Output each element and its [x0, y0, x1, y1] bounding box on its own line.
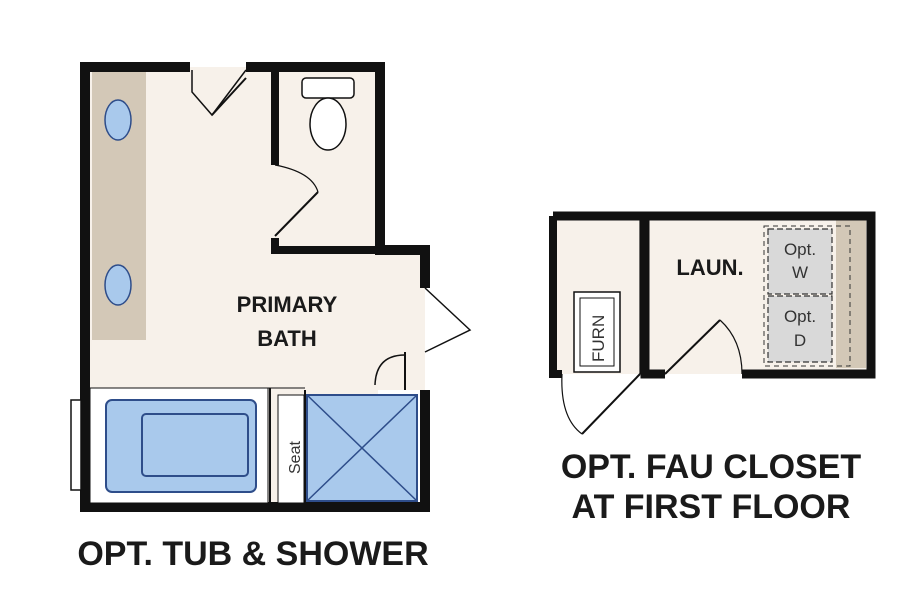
furnace	[573, 291, 621, 373]
closet-exterior-wall	[553, 211, 876, 379]
dryer-label-opt: Opt.	[784, 307, 816, 326]
furnace-door	[581, 373, 641, 435]
appliance-zone-outline	[763, 225, 851, 367]
washer-label-w: W	[792, 263, 808, 282]
right-plan-caption-line1: OPT. FAU CLOSET	[561, 448, 862, 486]
washer	[767, 228, 833, 295]
laundry-counter	[836, 220, 866, 368]
toilet-door-swing	[274, 164, 319, 193]
laundry-door	[664, 319, 721, 375]
sink-top	[104, 99, 132, 141]
right-plan-caption-line2: AT FIRST FLOOR	[572, 488, 851, 526]
furnace-label: FURN	[589, 315, 608, 362]
sink-bottom	[104, 264, 132, 306]
toilet-door	[274, 191, 319, 237]
shower	[306, 394, 418, 502]
left-plan-caption: OPT. TUB & SHOWER	[77, 535, 428, 573]
primary-bath-plan: Seat PRIMARY BATH OPT. TUB & SHOWER	[70, 62, 472, 573]
tub-window	[70, 399, 82, 491]
seat-label: Seat	[287, 441, 304, 474]
bath-exterior-wall	[80, 62, 430, 512]
closet-left-wall	[549, 216, 562, 378]
laundry-label: LAUN.	[676, 255, 743, 280]
side-door	[424, 287, 472, 353]
bath-floor-extension	[275, 250, 425, 390]
closet-divider-wall	[640, 216, 665, 379]
dryer	[767, 295, 833, 363]
fau-closet-plan: FURN Opt. W Opt. D LAUN. OPT. FAU CLOSET…	[549, 211, 876, 526]
entry-door-leaf	[211, 77, 247, 116]
washer-label-opt: Opt.	[784, 240, 816, 259]
room-label-primary: PRIMARY	[237, 292, 338, 317]
laundry-door-swing	[719, 319, 743, 375]
room-label-bath: BATH	[257, 326, 316, 351]
shower-seat	[277, 394, 305, 504]
entry-door	[191, 69, 247, 117]
bathtub	[89, 387, 269, 504]
toilet	[301, 77, 355, 151]
furnace-door-swing	[561, 373, 583, 435]
toilet-room-wall-lower	[271, 238, 380, 254]
dryer-label-d: D	[794, 331, 806, 350]
shower-door-swing	[374, 354, 406, 386]
